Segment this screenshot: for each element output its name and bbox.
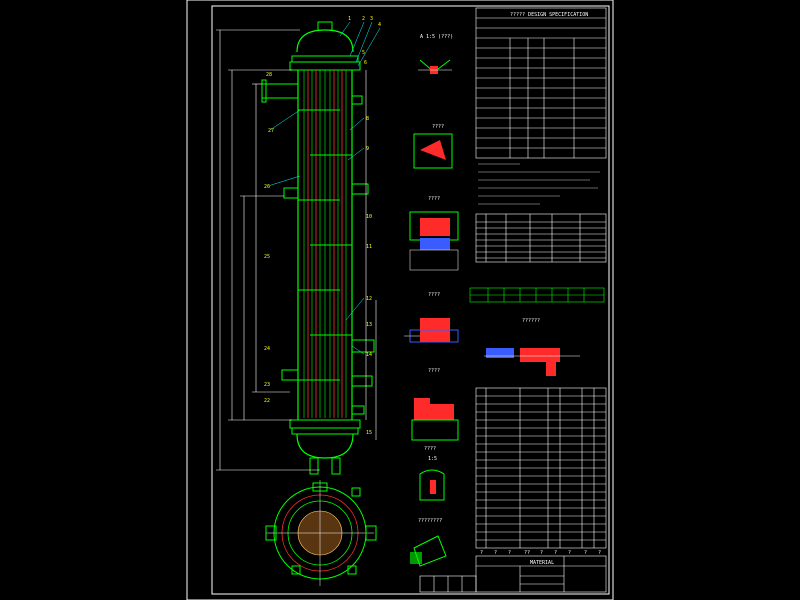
outer-frame <box>186 0 614 600</box>
svg-text:11: 11 <box>366 244 372 250</box>
detail-d: ???? <box>404 292 459 343</box>
svg-text:1:5: 1:5 <box>428 456 437 462</box>
svg-text:23: 23 <box>264 382 270 388</box>
svg-text:13: 13 <box>366 322 372 328</box>
svg-text:8: 8 <box>366 116 369 122</box>
svg-text:25: 25 <box>264 254 270 260</box>
svg-text:27: 27 <box>268 128 274 134</box>
svg-text:5: 5 <box>362 50 365 56</box>
svg-text:1: 1 <box>348 16 351 22</box>
svg-text:12: 12 <box>366 296 372 302</box>
svg-text:15: 15 <box>366 430 372 436</box>
title-block <box>419 555 607 593</box>
detail-b: ???? <box>413 124 453 169</box>
svg-text:????????: ???????? <box>418 518 442 524</box>
svg-text:????: ???? <box>432 124 444 130</box>
spec-title: ????? DESIGN SPECIFICATION <box>510 12 588 18</box>
inner-frame <box>211 5 610 595</box>
vessel-plan-view <box>265 480 377 586</box>
material-label: MATERIAL <box>530 560 554 566</box>
svg-text:?: ? <box>554 550 557 556</box>
svg-text:24: 24 <box>264 346 270 352</box>
svg-text:?: ? <box>508 550 511 556</box>
svg-text:?: ? <box>598 550 601 556</box>
svg-text:22: 22 <box>264 398 270 404</box>
svg-text:??: ?? <box>524 550 530 556</box>
svg-text:3: 3 <box>370 16 373 22</box>
nozzle-table <box>475 213 607 263</box>
svg-text:26: 26 <box>264 184 270 190</box>
svg-text:10: 10 <box>366 214 372 220</box>
vessel-elevation <box>261 21 375 475</box>
detail-f: ???? 1:5 <box>419 446 445 501</box>
svg-text:?: ? <box>480 550 483 556</box>
detail-e: ???? <box>411 368 459 441</box>
detail-g: ???????? <box>410 518 447 567</box>
svg-text:28: 28 <box>266 72 272 78</box>
svg-text:????: ???? <box>428 368 440 374</box>
svg-text:?: ? <box>584 550 587 556</box>
detail-c: ???? <box>409 196 459 271</box>
parts-list-table <box>475 387 607 549</box>
svg-text:?: ? <box>568 550 571 556</box>
svg-text:?: ? <box>540 550 543 556</box>
svg-text:????: ???? <box>428 196 440 202</box>
detail-h: ?????? <box>484 318 580 376</box>
detail-a: A 1:5 (???) <box>418 34 453 74</box>
design-spec-table <box>475 7 607 159</box>
parts-list-footer: ? ? ? ?? ? ? ? ? ? <box>480 550 601 556</box>
vessel-dimensions <box>216 29 377 471</box>
svg-text:14: 14 <box>366 352 372 358</box>
technical-notes <box>478 163 600 205</box>
section-a-label: A 1:5 (???) <box>420 34 453 40</box>
svg-text:9: 9 <box>366 146 369 152</box>
svg-text:??????: ?????? <box>522 318 540 324</box>
leader-lines <box>267 21 381 355</box>
svg-text:4: 4 <box>378 22 381 28</box>
svg-text:????: ???? <box>424 446 436 452</box>
tube-count-table <box>469 287 605 303</box>
svg-text:6: 6 <box>364 60 367 66</box>
svg-text:?: ? <box>494 550 497 556</box>
svg-text:2: 2 <box>362 16 365 22</box>
svg-text:????: ???? <box>428 292 440 298</box>
